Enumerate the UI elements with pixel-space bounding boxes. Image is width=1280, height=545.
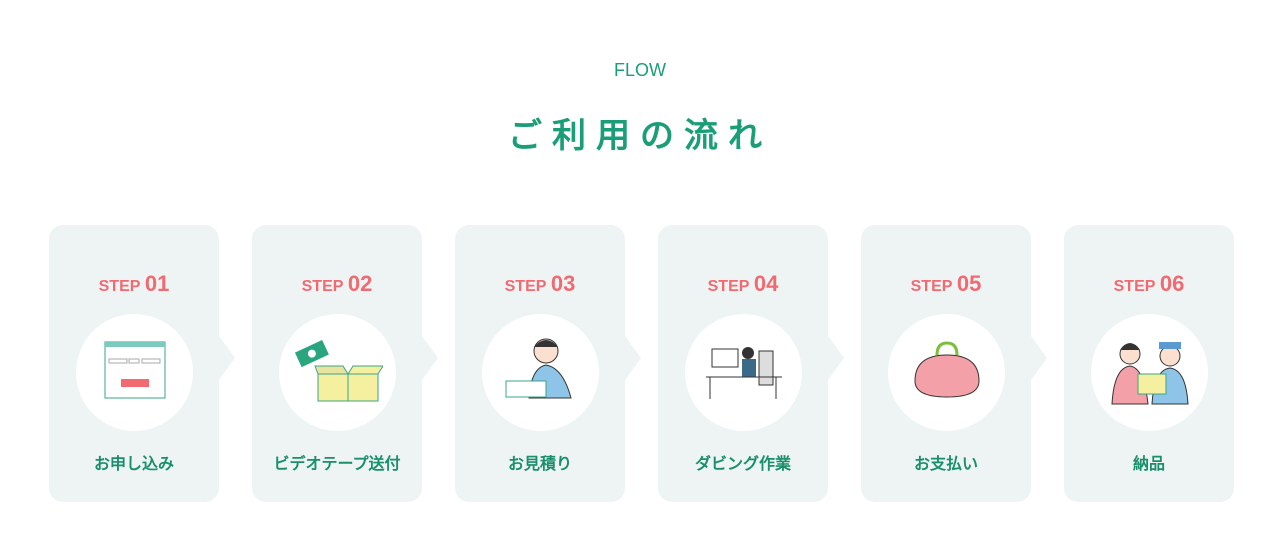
step-card-05: STEP 05 お支払い <box>861 225 1031 502</box>
step-number: STEP 05 <box>910 271 982 296</box>
section-eyebrow: FLOW <box>614 60 666 80</box>
step-card-04: STEP 04 ダビング作業 <box>658 225 828 502</box>
arrow-notch-icon <box>625 336 641 380</box>
step-label: 納品 <box>1132 454 1165 473</box>
step-number: STEP 02 <box>301 271 373 296</box>
arrow-notch-icon <box>219 336 235 380</box>
arrow-notch-icon <box>422 336 438 380</box>
step-label: ビデオテープ送付 <box>273 454 401 473</box>
step-card-06: STEP 06 納品 <box>1064 225 1234 502</box>
step-illustration <box>888 314 1005 431</box>
section-title: ご利用の流れ <box>508 116 772 156</box>
step-illustration <box>1091 314 1208 431</box>
application-form-icon <box>104 341 166 405</box>
step-illustration <box>76 314 193 431</box>
dubbing-workstation-icon <box>704 341 784 405</box>
step-illustration <box>685 314 802 431</box>
step-label: お見積り <box>507 454 572 473</box>
step-illustration <box>279 314 396 431</box>
step-number: STEP 06 <box>1113 271 1185 296</box>
step-card-02: STEP 02 ビデオテープ送付 <box>252 225 422 502</box>
step-label: ダビング作業 <box>694 454 791 473</box>
coin-purse-icon <box>907 340 987 405</box>
arrow-notch-icon <box>828 336 844 380</box>
step-label: お支払い <box>913 454 978 473</box>
step-card-01: STEP 01 お申し込み <box>49 225 219 502</box>
step-number: STEP 03 <box>504 271 576 296</box>
delivery-handover-icon <box>1108 336 1192 410</box>
step-illustration <box>482 314 599 431</box>
step-label: お申し込み <box>93 454 174 473</box>
shipping-box-icon <box>293 336 384 410</box>
step-number: STEP 01 <box>98 271 170 296</box>
step-number: STEP 04 <box>707 271 779 296</box>
estimate-person-icon <box>501 333 581 412</box>
step-card-03: STEP 03 お見積り <box>455 225 625 502</box>
arrow-notch-icon <box>1031 336 1047 380</box>
